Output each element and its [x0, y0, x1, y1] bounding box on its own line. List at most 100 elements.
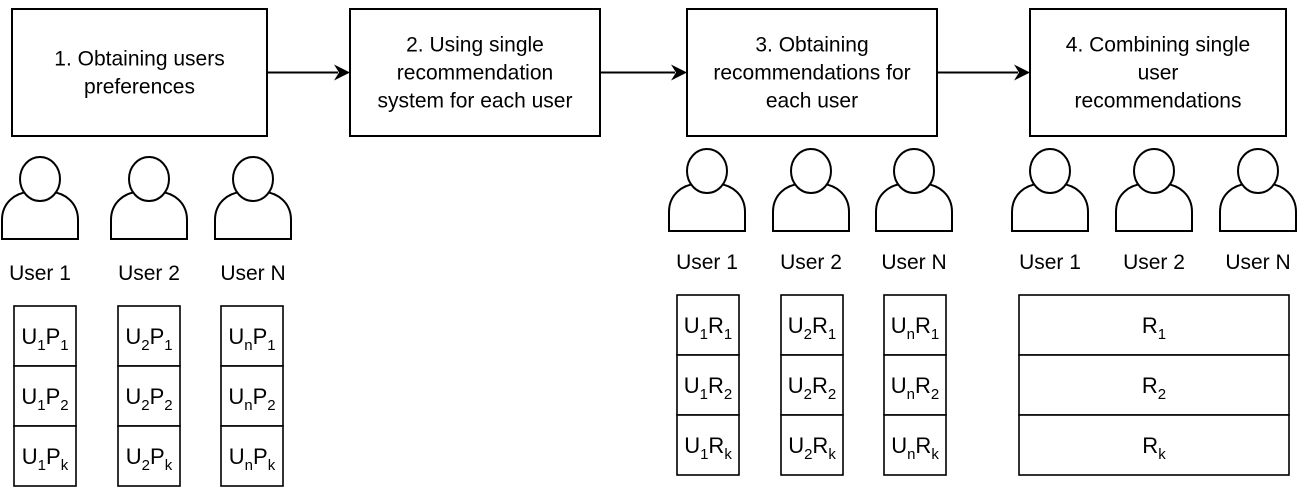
user-head — [685, 148, 729, 194]
user-icon — [1115, 148, 1193, 232]
cell-label: U2Pk — [126, 444, 173, 474]
cell-label-subscript: n — [907, 326, 915, 343]
cell-label-symbol: R — [1142, 433, 1158, 458]
cell-label-symbol: R — [1142, 313, 1158, 338]
user-head — [1236, 148, 1280, 194]
cell-frame — [13, 425, 77, 487]
cell-label-subscript: 1 — [1158, 326, 1166, 343]
cell-label-symbol: U — [891, 313, 907, 338]
matrix-cell: U1R2 — [676, 354, 740, 416]
matrix-cell: UnRk — [883, 414, 947, 476]
cell-frame — [780, 354, 844, 416]
cell-label-symbol: P — [253, 324, 268, 349]
step-label-line: recommendations — [1075, 90, 1242, 113]
cell-label-subscript: 1 — [164, 337, 172, 354]
arrow-head-icon — [671, 64, 687, 81]
cell-label-subscript: 1 — [931, 326, 939, 343]
matrix-cell: U1Pk — [13, 425, 77, 487]
step-label-line: 3. Obtaining — [755, 34, 868, 57]
combined-recommendation-row: R2 — [1018, 354, 1290, 416]
cell-label-subscript: 2 — [828, 386, 836, 403]
matrix-cell: U1P2 — [13, 365, 77, 427]
cell-label: Rk — [1142, 433, 1166, 463]
cell-label-symbol: U — [891, 433, 907, 458]
cell-label-subscript: n — [244, 397, 252, 414]
cell-label-symbol: U — [125, 384, 141, 409]
cell-frame — [676, 414, 740, 476]
flow-arrow-1 — [267, 64, 350, 81]
step-label-line: 2. Using single — [406, 34, 544, 57]
cell-label-symbol: U — [684, 433, 700, 458]
cell-label-subscript: 1 — [37, 337, 45, 354]
cell-label-subscript: 2 — [164, 397, 172, 414]
combined-recommendation-row: Rk — [1018, 414, 1290, 476]
cell-label-symbol: P — [150, 384, 165, 409]
step-box-1: 1. Obtaining users preferences — [11, 8, 268, 137]
cell-label-symbol: P — [46, 384, 61, 409]
cell-label-subscript: k — [268, 457, 276, 474]
step-label-line: recommendations for — [713, 62, 910, 85]
cell-label-subscript: 2 — [267, 397, 275, 414]
cell-label-subscript: n — [244, 337, 252, 354]
combined-recommendation-row: R1 — [1018, 294, 1290, 356]
cell-label-symbol: U — [125, 324, 141, 349]
cell-label-subscript: 1 — [38, 457, 46, 474]
matrix-cell: U1R1 — [676, 294, 740, 356]
matrix-cell: U1P1 — [13, 305, 77, 367]
cell-frame — [1018, 294, 1290, 356]
user-label: User 1 — [9, 262, 71, 285]
cell-label-symbol: U — [788, 373, 804, 398]
step-label-line: user — [1138, 62, 1179, 85]
cell-label: UnP2 — [228, 384, 275, 414]
step-box-frame — [349, 8, 601, 137]
matrix-cell: U2R2 — [780, 354, 844, 416]
cell-label: UnR2 — [891, 373, 939, 403]
user-label: User N — [1225, 251, 1290, 274]
cell-label-subscript: 2 — [804, 446, 812, 463]
cell-label-subscript: k — [931, 446, 939, 463]
matrix-cell: U2Rk — [780, 414, 844, 476]
step-label-line: preferences — [84, 76, 195, 99]
step-box-frame — [1029, 8, 1287, 137]
cell-label-subscript: 2 — [60, 397, 68, 414]
cell-label-subscript: 1 — [37, 397, 45, 414]
cell-label-subscript: 1 — [724, 326, 732, 343]
cell-label-symbol: U — [891, 373, 907, 398]
cell-label: U1P2 — [21, 384, 68, 414]
cell-label-subscript: n — [907, 446, 915, 463]
cell-label: U2P2 — [125, 384, 172, 414]
cell-label-subscript: 2 — [804, 386, 812, 403]
cell-label-symbol: P — [46, 444, 61, 469]
user-label: User N — [881, 251, 946, 274]
cell-frame — [780, 414, 844, 476]
cell-label-symbol: U — [684, 373, 700, 398]
matrix-cell: U2P1 — [117, 305, 181, 367]
cell-label-subscript: 1 — [700, 386, 708, 403]
user-label: User N — [220, 262, 285, 285]
cell-label-symbol: R — [812, 373, 828, 398]
cell-label-symbol: R — [708, 373, 724, 398]
matrix-cell: U2R1 — [780, 294, 844, 356]
cell-label-subscript: k — [724, 446, 732, 463]
cell-frame — [1018, 414, 1290, 476]
cell-frame — [220, 305, 284, 367]
cell-label: U2Rk — [788, 433, 836, 463]
cell-label-symbol: R — [915, 433, 931, 458]
cell-label: U2R1 — [788, 313, 836, 343]
step-label-line: 1. Obtaining users — [54, 48, 224, 71]
cell-label-symbol: U — [684, 313, 700, 338]
cell-label: R2 — [1142, 373, 1166, 403]
arrow-head-icon — [334, 64, 350, 81]
cell-label: U1Pk — [22, 444, 69, 474]
cell-frame — [220, 425, 284, 487]
step-box-frame — [11, 8, 268, 137]
matrix-cell: UnR2 — [883, 354, 947, 416]
